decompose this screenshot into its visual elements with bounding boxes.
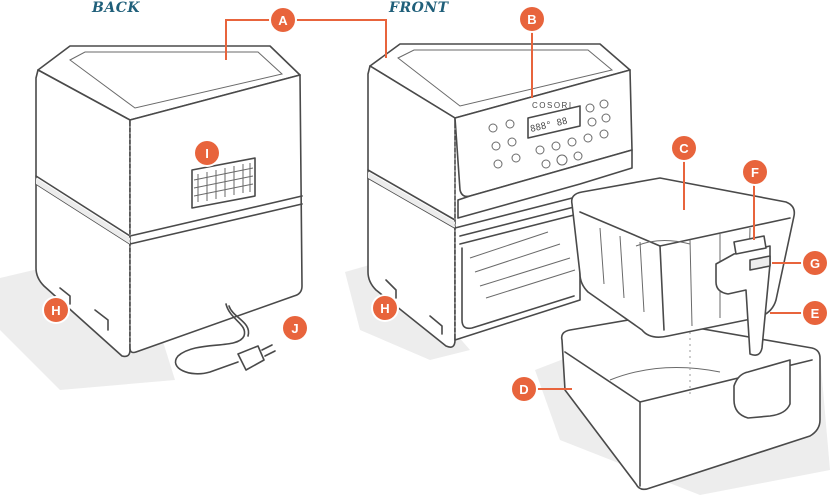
brand-logo: COSORI bbox=[532, 101, 573, 110]
lcd-display: 888° 88 bbox=[527, 105, 581, 139]
back-air-vent bbox=[191, 157, 256, 209]
callout-h-back: H bbox=[44, 298, 68, 322]
power-cord bbox=[174, 303, 246, 375]
callout-i: I bbox=[195, 141, 219, 165]
callout-d: D bbox=[512, 377, 536, 401]
callout-f: F bbox=[743, 160, 767, 184]
front-unit: COSORI 888° 88 bbox=[367, 43, 633, 348]
callout-j: J bbox=[283, 316, 307, 340]
front-view-title: FRONT bbox=[389, 0, 449, 16]
back-right-side bbox=[129, 74, 303, 354]
outer-drawer bbox=[560, 290, 821, 491]
callout-h-front: H bbox=[373, 296, 397, 320]
front-left-side bbox=[367, 65, 456, 348]
release-button bbox=[749, 255, 771, 271]
back-view-title: BACK bbox=[92, 0, 141, 16]
callout-a: A bbox=[271, 8, 295, 32]
power-plug bbox=[237, 344, 276, 371]
callout-b: B bbox=[520, 7, 544, 31]
drawer-body bbox=[560, 317, 821, 491]
basket-handle bbox=[715, 235, 771, 356]
callout-c: C bbox=[672, 136, 696, 160]
basket-body bbox=[570, 177, 796, 338]
control-buttons bbox=[488, 99, 611, 169]
leader-lines bbox=[225, 19, 808, 390]
back-unit bbox=[35, 45, 303, 375]
callout-e: E bbox=[803, 301, 827, 325]
callout-g: G bbox=[803, 251, 827, 275]
inner-basket bbox=[570, 177, 796, 356]
